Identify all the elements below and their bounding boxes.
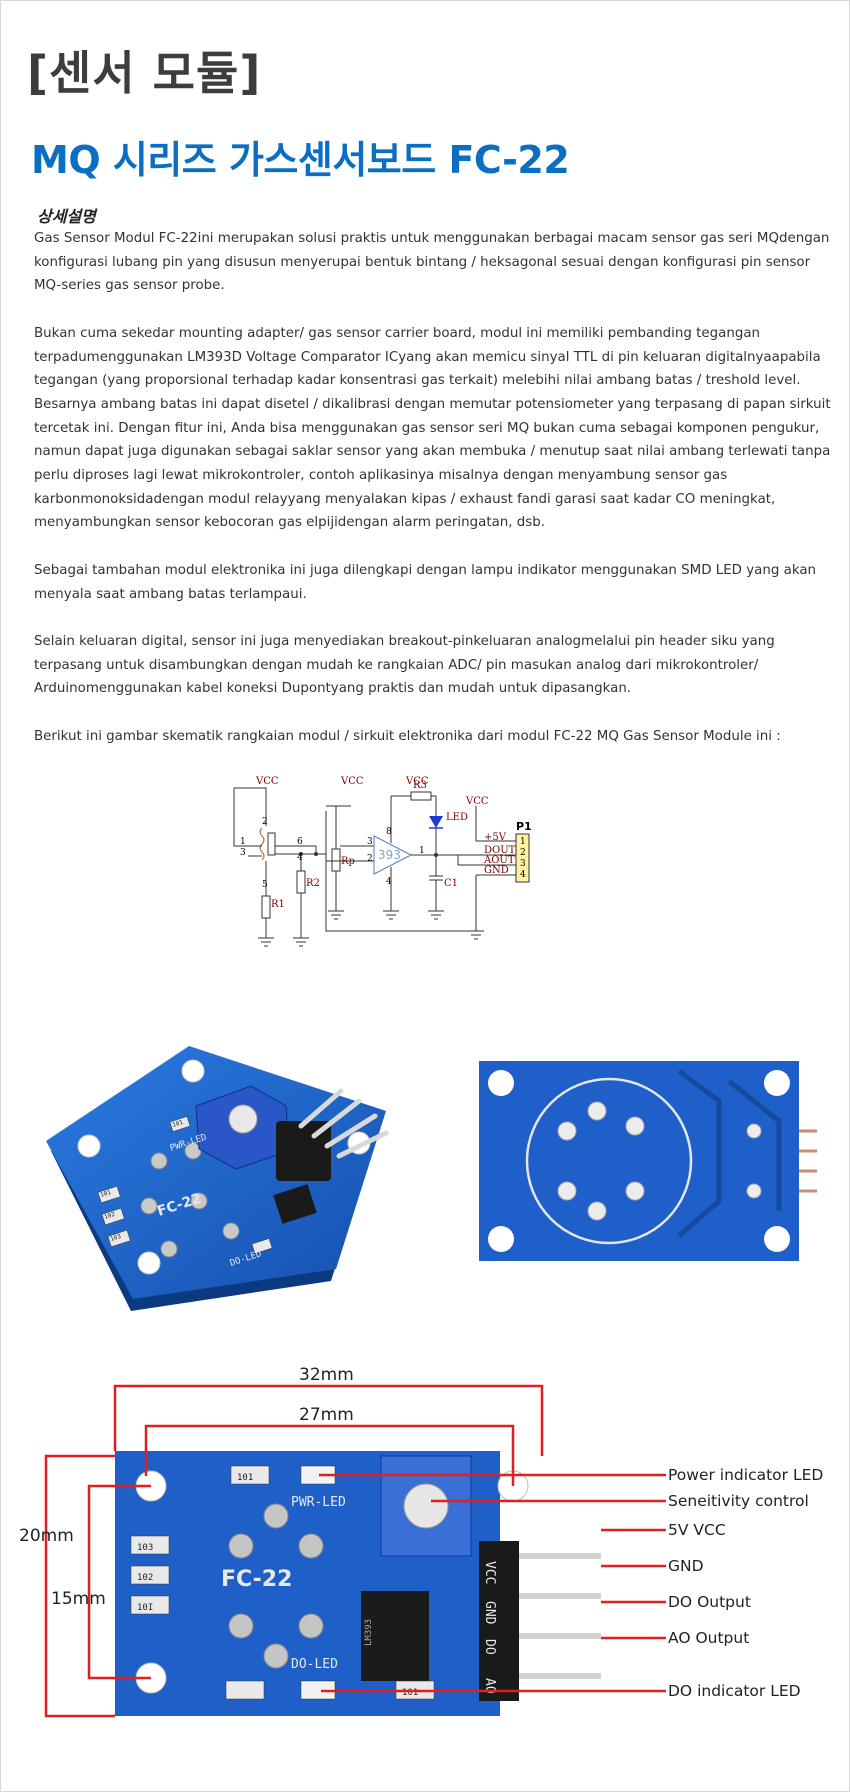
schematic-node-number: 1 [419,846,425,856]
board-resistor-code: 103 [109,1233,122,1243]
schematic-vcc-label: VCC [405,776,429,787]
category-heading: [센서 모듈] [27,46,262,100]
callout-label: 5V VCC [668,1521,726,1539]
board-resistor-code: 102 [103,1211,116,1221]
schematic-pin-label: GND [484,865,509,876]
description-paragraph: Sebagai tambahan modul elektronika ini j… [34,562,817,602]
dims-pwr-label: PWR-LED [291,1495,346,1510]
dimension-diagram: FC-22 PWR-LED DO-LED LM393 101 103 102 1… [19,1365,823,1718]
schematic-vcc-label: VCC [465,796,489,807]
description-paragraph: Bukan cuma sekedar mounting adapter/ gas… [34,325,831,531]
callout-label: DO indicator LED [668,1682,801,1700]
board-resistor-code: 101 [99,1189,112,1199]
dims-resistor-code: 102 [137,1573,153,1583]
schematic-vcc-label: VCC [255,776,279,787]
product-title: MQ 시리즈 가스센서보드 FC-22 [31,138,570,182]
schematic-node-number: 4 [386,877,392,887]
callout-label: AO Output [668,1629,749,1647]
schematic-header-label: P1 [516,820,532,833]
board-resistor-code: 101 [171,1119,184,1129]
schematic-node-number: 1 [240,837,246,847]
board-photo-back [479,1061,817,1261]
dims-header-label: DO [482,1639,497,1655]
callout-label: GND [668,1557,704,1575]
schematic-pin-number: 2 [520,848,526,858]
schematic-node-number: 3 [240,848,246,858]
schematic-ic-label: 393 [378,848,401,862]
schematic-node-number: 6 [297,837,303,847]
dims-board-label: FC-22 [221,1567,292,1592]
description-paragraph: Selain keluaran digital, sensor ini juga… [34,633,775,697]
description-body: Gas Sensor Modul FC-22ini merupakan solu… [34,227,834,772]
schematic-node-number: 5 [262,880,268,890]
schematic-pin-label: +5V [484,832,507,843]
schematic-node-number: 4 [297,853,303,863]
schematic-node-number: 2 [262,817,268,827]
section-title: 상세설명 [37,207,96,226]
dim-width-outer: 32mm [299,1365,354,1385]
dims-chip-label: LM393 [364,1619,374,1646]
callout-label: Seneitivity control [668,1492,809,1510]
dims-resistor-code: 101 [237,1473,253,1483]
schematic-r1-label: R1 [271,899,285,910]
dim-height-outer: 20mm [19,1526,74,1546]
dims-header-label: VCC [482,1561,497,1584]
schematic-vcc-label: VCC [340,776,364,787]
schematic-pin-number: 3 [520,859,526,869]
schematic-r3-label: R3 [413,780,427,791]
schematic-led-label: LED [446,812,468,823]
schematic-pin-number: 1 [520,837,526,847]
schematic-c1-label: C1 [444,878,458,889]
schematic-pin-label: DOUT [484,845,516,856]
schematic-rp-label: Rp [341,856,355,867]
dim-width-inner: 27mm [299,1405,354,1425]
callout-label: DO Output [668,1593,751,1611]
dims-resistor-code: 10I [137,1603,153,1613]
dims-resistor-code: 103 [137,1543,153,1553]
dims-do-label: DO-LED [291,1657,338,1672]
callout-label: Power indicator LED [668,1466,823,1484]
schematic-diagram: VCC VCC VCC VCC R1 R2 R3 Rp C1 LED 393 P… [233,776,532,947]
description-paragraph: Berikut ini gambar skematik rangkaian mo… [34,728,781,744]
schematic-node-number: 8 [386,827,392,837]
schematic-node-number: 3 [367,837,373,847]
dims-header-label: GND [482,1601,497,1625]
dim-height-inner: 15mm [51,1589,106,1609]
schematic-pin-label: AOUT [483,855,515,866]
dims-resistor-code: 101 [402,1688,418,1698]
schematic-r2-label: R2 [306,878,320,889]
board-photo-front: FC-22 PWR-LED DO-LED 101 102 103 101 [46,1046,389,1311]
description-paragraph: Gas Sensor Modul FC-22ini merupakan solu… [34,231,830,294]
schematic-node-number: 2 [367,854,373,864]
schematic-pin-number: 4 [520,870,526,880]
